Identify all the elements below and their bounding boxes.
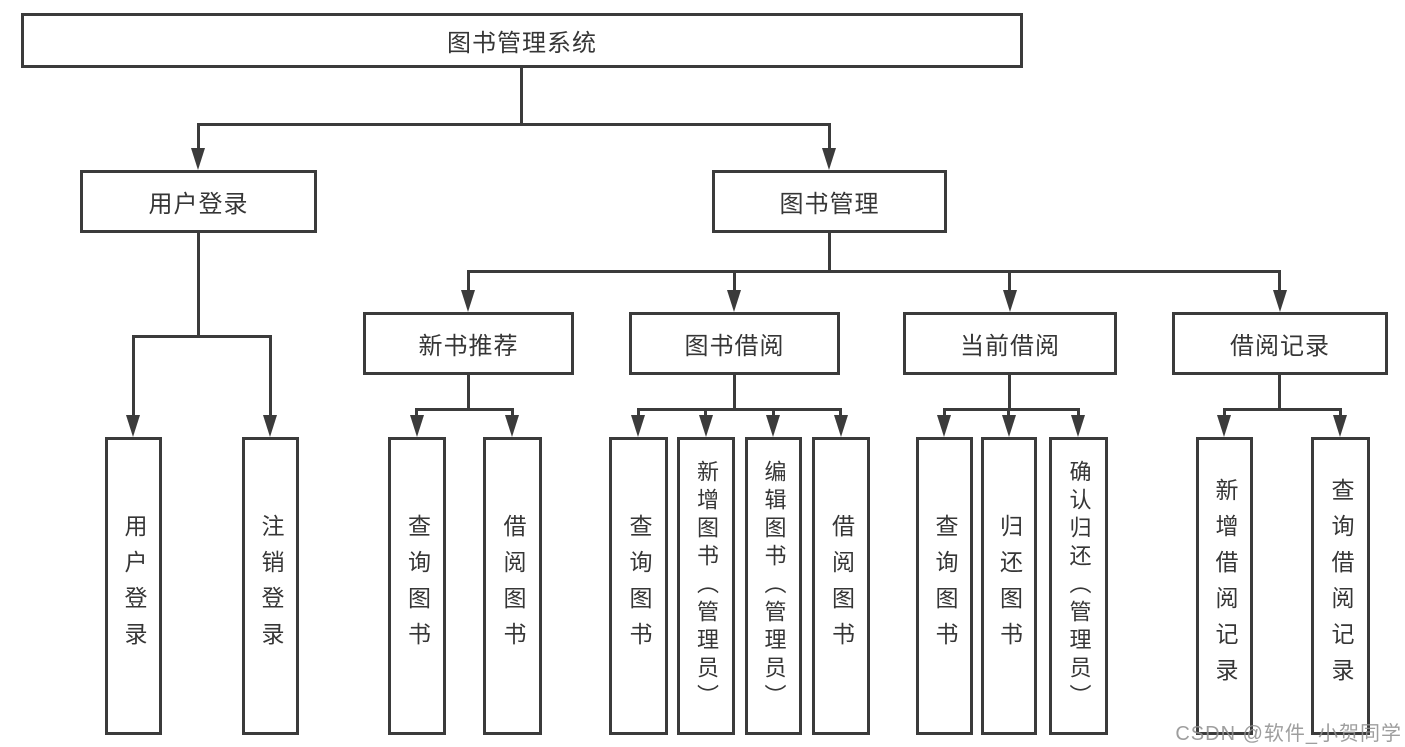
leaf-query-borrow-record: 查询借阅记录 [1311,437,1370,735]
connector-line [269,335,272,417]
node-book-borrowing-label: 图书借阅 [684,333,785,360]
arrow-down-icon [631,415,645,437]
connector-line [1008,375,1011,411]
leaf-user-login-label: 用户登录 [121,514,147,658]
leaf-borrow-books-borrowing: 借阅图书 [812,437,870,735]
connector-line [1339,408,1342,419]
leaf-query-books-borrowing-label: 查询图书 [626,514,652,658]
leaf-add-books-admin: 新增图书（管理员） [677,437,735,735]
leaf-borrow-books-recommend-label: 借阅图书 [500,514,526,658]
connector-line [1278,270,1281,293]
arrow-down-icon [1217,415,1231,437]
leaf-borrow-books-borrowing-label: 借阅图书 [828,514,855,658]
arrow-down-icon [126,415,140,437]
node-book-management-label: 图书管理 [779,191,880,218]
connector-line [1077,408,1080,419]
connector-line [828,233,831,273]
arrow-down-icon [937,415,951,437]
connector-line [637,408,842,411]
node-borrowing-records-label: 借阅记录 [1230,333,1330,360]
node-current-borrowing-label: 当前借阅 [960,333,1060,360]
connector-line [828,123,831,153]
connector-line [415,408,514,411]
node-new-book-recommend-label: 新书推荐 [418,333,519,360]
connector-line [197,123,831,126]
arrow-down-icon [410,415,424,437]
node-root-label: 图书管理系统 [447,30,597,57]
arrow-down-icon [699,415,713,437]
leaf-query-books-current: 查询图书 [916,437,973,735]
arrow-down-icon [1273,290,1287,312]
arrow-down-icon [834,415,848,437]
arrow-down-icon [727,290,741,312]
connector-line [197,123,200,153]
connector-line [839,408,842,419]
connector-line [704,408,707,419]
connector-line [520,68,523,126]
connector-line [132,335,135,417]
node-book-borrowing: 图书借阅 [629,312,840,375]
node-borrowing-records: 借阅记录 [1172,312,1388,375]
connector-line [772,408,775,419]
arrow-down-icon [505,415,519,437]
connector-line [1007,408,1010,419]
connector-line [467,375,470,411]
connector-line [1278,375,1281,411]
node-new-book-recommend: 新书推荐 [363,312,574,375]
arrow-down-icon [1002,415,1016,437]
leaf-add-books-admin-label: 新增图书（管理员） [694,460,719,712]
leaf-edit-books-admin: 编辑图书（管理员） [745,437,802,735]
node-book-management: 图书管理 [712,170,947,233]
connector-line [1008,270,1011,293]
leaf-edit-books-admin-label: 编辑图书（管理员） [761,460,787,712]
arrow-down-icon [1071,415,1085,437]
connector-line [1223,408,1342,411]
leaf-borrow-books-recommend: 借阅图书 [483,437,542,735]
arrow-down-icon [766,415,780,437]
connector-line [132,335,272,338]
leaf-confirm-return-admin-label: 确认归还（管理员） [1066,460,1092,712]
leaf-add-borrow-record: 新增借阅记录 [1196,437,1253,735]
connector-line [943,408,1080,411]
connector-line [467,270,1281,273]
leaf-logout: 注销登录 [242,437,299,735]
connector-line [733,270,736,293]
connector-line [511,408,514,419]
leaf-user-login: 用户登录 [105,437,162,735]
connector-line [415,408,418,419]
arrow-down-icon [263,415,277,437]
leaf-confirm-return-admin: 确认归还（管理员） [1049,437,1108,735]
connector-line [1223,408,1226,419]
leaf-return-books-label: 归还图书 [996,514,1023,658]
connector-line [197,233,200,338]
leaf-query-books-current-label: 查询图书 [932,514,958,658]
node-current-borrowing: 当前借阅 [903,312,1117,375]
leaf-query-books-recommend-label: 查询图书 [404,514,431,658]
leaf-logout-label: 注销登录 [258,514,284,658]
node-user-login: 用户登录 [80,170,317,233]
node-user-login-label: 用户登录 [148,191,249,218]
node-root: 图书管理系统 [21,13,1023,68]
connector-line [467,270,470,293]
leaf-query-borrow-record-label: 查询借阅记录 [1328,478,1354,694]
arrow-down-icon [1003,290,1017,312]
connector-line [943,408,946,419]
arrow-down-icon [822,148,836,170]
leaf-query-books-borrowing: 查询图书 [609,437,668,735]
leaf-add-borrow-record-label: 新增借阅记录 [1212,478,1238,694]
connector-line [733,375,736,411]
leaf-query-books-recommend: 查询图书 [388,437,446,735]
leaf-return-books: 归还图书 [981,437,1037,735]
connector-line [637,408,640,419]
arrow-down-icon [1333,415,1347,437]
watermark: CSDN @软件_小贺同学 [1175,723,1402,745]
arrow-down-icon [461,290,475,312]
arrow-down-icon [191,148,205,170]
